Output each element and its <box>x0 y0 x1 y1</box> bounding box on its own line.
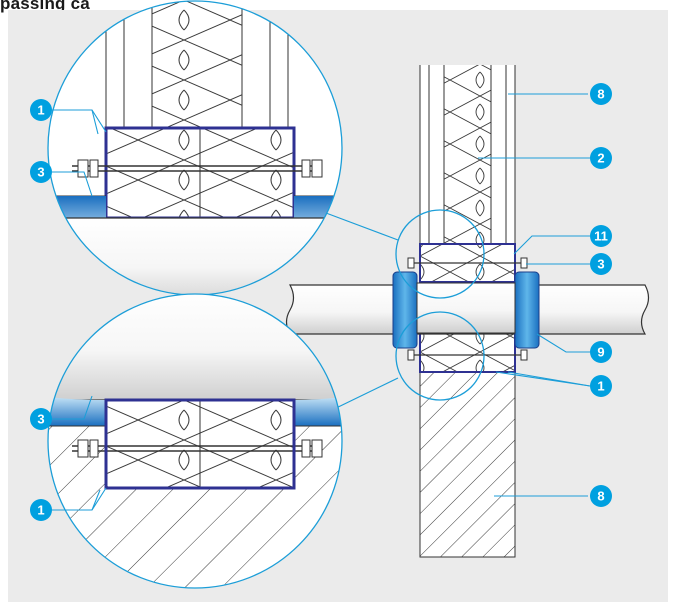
callout-label: 3 <box>37 165 44 180</box>
lower-seal-block <box>420 330 515 372</box>
detail-focus-lower <box>395 311 485 401</box>
callout-9-badge: 9 <box>590 341 612 363</box>
number-badge-icon <box>590 253 612 275</box>
callout-label: 8 <box>597 87 604 102</box>
number-badge-icon <box>30 499 52 521</box>
callout-3-right-badge: 3 <box>590 253 612 275</box>
number-badge-icon <box>590 225 612 247</box>
masonry-wall-lower <box>419 369 516 558</box>
callout-8-bottom-badge: 8 <box>590 485 612 507</box>
callout-label: 3 <box>597 257 604 272</box>
callout-label: 8 <box>597 489 604 504</box>
callout-label: 1 <box>37 103 44 118</box>
callout-8-top-badge: 8 <box>590 83 612 105</box>
callout-label: 3 <box>37 412 44 427</box>
pipe <box>285 271 650 349</box>
callout-label: 11 <box>594 229 608 244</box>
number-badge-icon <box>590 341 612 363</box>
detail-view-top <box>47 0 343 296</box>
detail-view-bottom <box>47 293 343 589</box>
callout-1-botleft-badge: 1 <box>30 499 52 521</box>
callout-1-right-badge: 1 <box>590 375 612 397</box>
callout-1-topleft-badge: 1 <box>30 99 52 121</box>
callout-label: 1 <box>37 503 44 518</box>
callout-label: 2 <box>597 151 604 166</box>
sealing-ring-right <box>514 271 540 349</box>
callout-label: 9 <box>597 345 604 360</box>
number-badge-icon <box>30 408 52 430</box>
detail-focus-upper <box>395 209 485 299</box>
leader-lines <box>52 93 591 511</box>
callout-label: 1 <box>597 379 604 394</box>
callout-3-botleft-badge: 3 <box>30 408 52 430</box>
sealing-ring-left <box>392 271 418 349</box>
callout-3-topleft-badge: 3 <box>30 161 52 183</box>
number-badge-icon <box>590 83 612 105</box>
number-badge-icon <box>590 147 612 169</box>
number-badge-icon <box>30 99 52 121</box>
number-badge-icon <box>590 375 612 397</box>
number-badge-icon <box>590 485 612 507</box>
callout-11-badge: 11 <box>590 225 612 247</box>
page-title: passing ca <box>0 0 90 13</box>
number-badge-icon <box>30 161 52 183</box>
callout-2-badge: 2 <box>590 147 612 169</box>
